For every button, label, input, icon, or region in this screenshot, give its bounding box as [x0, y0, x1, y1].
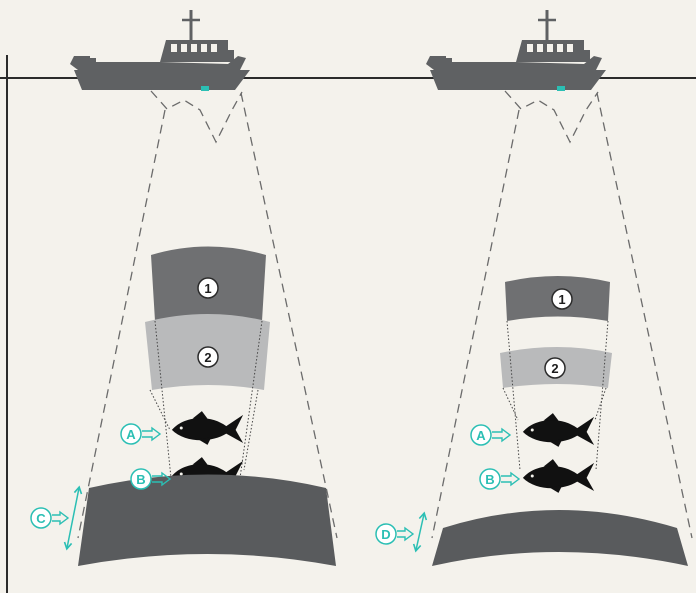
bottom-echo-band [78, 475, 336, 567]
arrow-right-icon [397, 528, 413, 540]
svg-text:1: 1 [204, 281, 211, 296]
arrow-right-icon [142, 428, 160, 440]
panel-left: 1 2 A B C [31, 10, 337, 566]
echo-marker-2: 2 [198, 347, 218, 367]
svg-text:B: B [136, 472, 145, 487]
arrow-right-icon [501, 473, 519, 485]
boat-icon [426, 10, 606, 90]
svg-text:A: A [476, 428, 486, 443]
fish-b-icon [523, 459, 594, 493]
transducer-icon [201, 86, 209, 91]
echo-marker-1: 1 [552, 289, 572, 309]
arrow-right-icon [492, 429, 510, 441]
svg-text:1: 1 [558, 292, 565, 307]
fish-a-icon [523, 413, 594, 447]
echo-guide-lines [503, 321, 608, 470]
panel-right: 1 2 A B D [376, 10, 692, 566]
fish-a-icon [172, 411, 243, 445]
fish-marker-b: B [480, 469, 519, 489]
transducer-icon [557, 86, 565, 91]
echo-marker-1: 1 [198, 278, 218, 298]
boat-icon [70, 10, 250, 90]
svg-text:2: 2 [204, 350, 211, 365]
bottom-marker-d: D [376, 514, 424, 550]
fish-marker-a: A [121, 424, 160, 444]
svg-text:D: D [381, 527, 390, 542]
svg-text:C: C [36, 511, 46, 526]
svg-text:B: B [485, 472, 494, 487]
svg-text:A: A [126, 427, 136, 442]
bottom-marker-c: C [31, 488, 79, 548]
svg-text:2: 2 [551, 361, 558, 376]
thickness-arrow-icon [416, 514, 424, 550]
fish-marker-a: A [471, 425, 510, 445]
bottom-echo-band [432, 510, 688, 566]
arrow-right-icon [52, 512, 68, 524]
echo-marker-2: 2 [545, 358, 565, 378]
